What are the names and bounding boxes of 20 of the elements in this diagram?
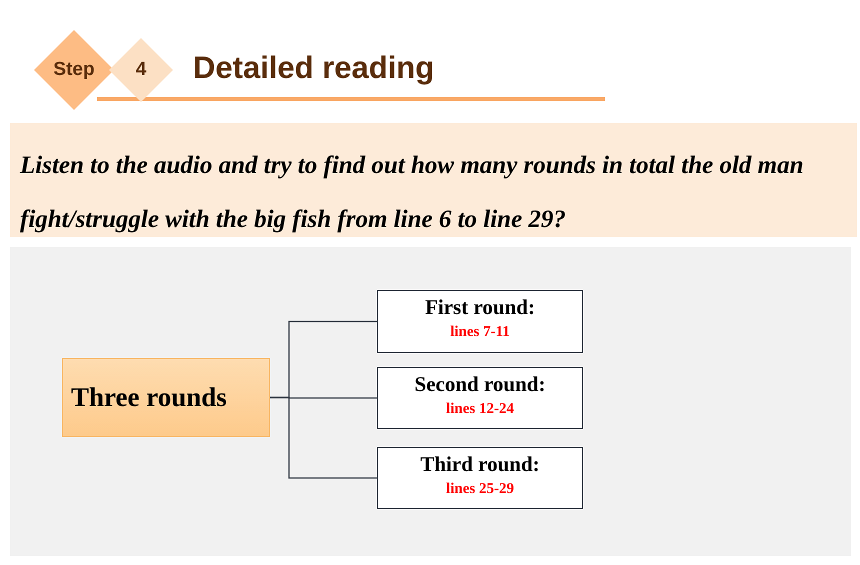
question-text: Listen to the audio and try to find out how many rounds in total the old man fight/struggle with the big fish from line 6 to line 29?: [20, 151, 804, 235]
step-label: 4: [136, 59, 146, 81]
step-label: Step: [53, 59, 95, 81]
panel-background: [10, 247, 851, 556]
connector-line: [270, 396, 377, 479]
round-heading: Third round:: [419, 452, 541, 477]
topic-box: [62, 358, 270, 437]
step-diamond: [34, 30, 114, 110]
round-box: [377, 447, 583, 509]
round-heading: Second round:: [414, 372, 546, 397]
topic-label: Three rounds: [71, 382, 227, 413]
round-box: [377, 290, 583, 353]
round-box: [377, 367, 583, 429]
number-diamond: [109, 38, 173, 102]
slide-title: Detailed reading: [193, 50, 434, 86]
line-range: lines 7-11: [449, 324, 511, 341]
question-banner: [10, 123, 857, 237]
round-heading: First round:: [424, 295, 536, 320]
line-range: lines 12-24: [445, 401, 515, 418]
line-range: lines 25-29: [445, 481, 515, 498]
